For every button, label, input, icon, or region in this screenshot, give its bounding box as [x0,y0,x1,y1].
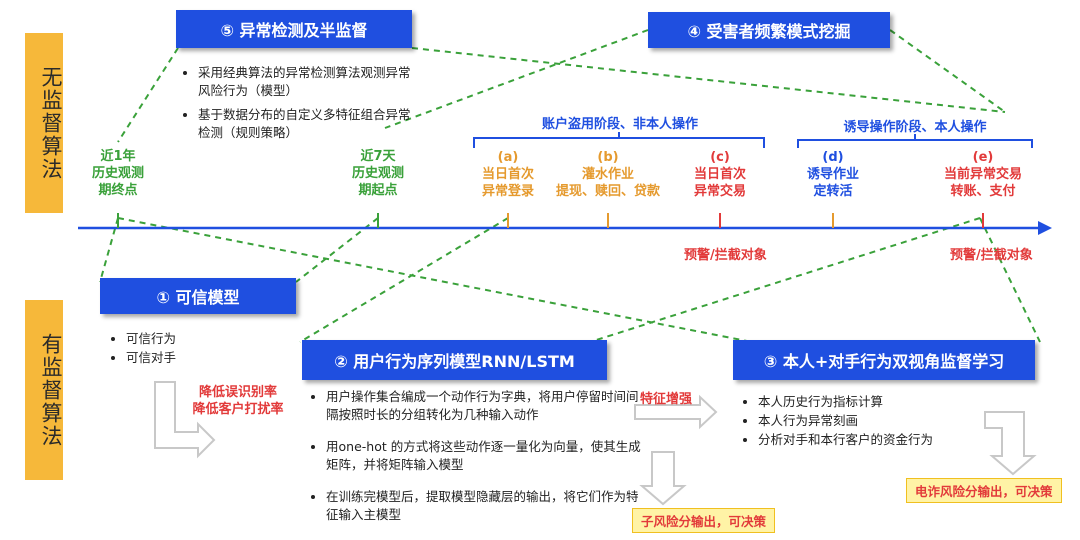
rnn-bullet: 用one-hot 的方式将这些动作逐一量化为向量，使其生成矩阵，并将矩阵输入模型 [326,438,644,474]
trusted-model-box: ① 可信模型 [100,278,296,314]
alert-target-1: 预警/拦截对象 [684,248,767,263]
unsupervised-label: 无监督算法 [25,33,63,213]
event-e: (e) 当前异常交易 转账、支付 [943,150,1022,199]
history-1y-endpoint: 近1年 历史观测 期终点 [91,149,144,198]
timeline-arrowhead [1038,221,1052,235]
dual-bullet: 本人历史行为指标计算 [758,393,1008,411]
dual-view-box: ③ 本人+对手行为双视角监督学习 [733,340,1035,380]
trusted-bullet: 可信对手 [126,349,246,367]
anomaly-bullet: 基于数据分布的自定义多特征组合异常检测（规则策略） [198,106,413,142]
history-7d-startpoint: 近7天 历史观测 期起点 [351,149,404,198]
event-b: (b) 灌水作业 提现、赎回、贷款 [555,150,660,199]
feature-enhancement-text: 特征增强 [640,392,693,407]
rnn-bullet: 用户操作集合编成一个动作行为字典，将用户停留时间间隔按照时长的分组转化为几种输入… [326,388,644,424]
trusted-bullet: 可信行为 [126,330,246,348]
anomaly-bullet-list: 采用经典算法的异常检测算法观测异常风险行为（模型） 基于数据分布的自定义多特征组… [180,64,413,148]
dual-bullet: 分析对手和本行客户的资金行为 [758,431,1008,449]
alert-target-2: 预警/拦截对象 [950,248,1033,263]
event-a: (a) 当日首次 异常登录 [481,150,534,199]
sub-risk-output-box: 子风险分输出，可决策 [632,508,776,533]
reduce-false-positive-text: 降低误识别率 降低客户打扰率 [192,385,284,417]
victim-pattern-box: ④ 受害者频繁模式挖掘 [648,12,890,48]
dual-bullet: 本人行为异常刻画 [758,412,1008,430]
event-d: (d) 诱导作业 定转活 [806,150,859,199]
phase-induced-operation: 诱导操作阶段、本人操作 [843,120,987,135]
sequence-model-box: ② 用户行为序列模型RNN/LSTM [302,340,607,380]
event-c: (c) 当日首次 异常交易 [693,150,746,199]
anomaly-bullet: 采用经典算法的异常检测算法观测异常风险行为（模型） [198,64,413,100]
anomaly-detection-box: ⑤ 异常检测及半监督 [176,10,412,48]
fraud-risk-output-box: 电诈风险分输出，可决策 [906,478,1062,503]
rnn-bullet-list: 用户操作集合编成一个动作行为字典，将用户停留时间间隔按照时长的分组转化为几种输入… [308,388,644,530]
rnn-bullet: 在训练完模型后，提取模型隐藏层的输出，将它们作为特征输入主模型 [326,488,644,524]
trusted-bullet-list: 可信行为 可信对手 [108,330,246,373]
supervised-label: 有监督算法 [25,300,63,480]
dual-bullet-list: 本人历史行为指标计算 本人行为异常刻画 分析对手和本行客户的资金行为 [740,393,1008,455]
phase-account-theft: 账户盗用阶段、非本人操作 [541,117,698,132]
